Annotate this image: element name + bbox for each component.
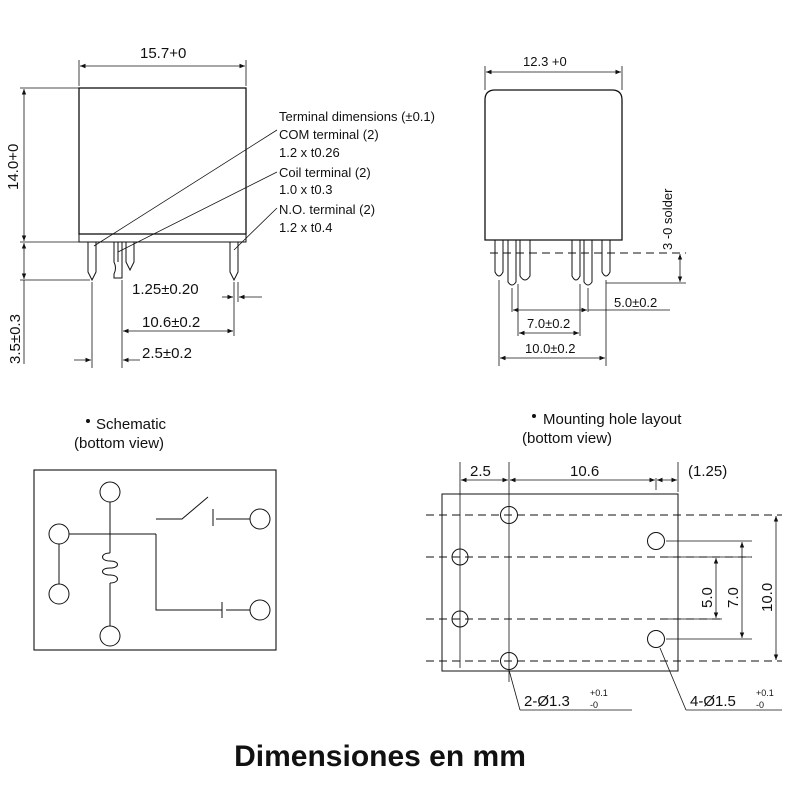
hole-large-tol-plus: +0.1 (756, 688, 774, 698)
front-dim-10-6: 10.6±0.2 (142, 314, 200, 331)
schematic-title: Schematic (96, 416, 167, 433)
front-relay-body (78, 87, 247, 235)
mounting-dim-2-5: 2.5 (470, 463, 491, 480)
front-pin-length-dim: 3.5±0.3 (7, 314, 24, 364)
hole-callout-large: 4-Ø1.5 (690, 693, 736, 710)
side-view: 12.3 +0 3 -0 solder 5.0±0.2 7.0±0.2 1 (484, 54, 686, 366)
coil-terminal-label: Coil terminal (2) (279, 165, 371, 180)
hole-callout-small: 2-Ø1.3 (524, 693, 570, 710)
side-relay-body (484, 89, 623, 241)
hole-small-tol-plus: +0.1 (590, 688, 608, 698)
bullet-icon (532, 414, 536, 418)
coil-icon (102, 552, 118, 584)
front-dim-1-25: 1.25±0.20 (132, 281, 199, 298)
mounting-outline (441, 493, 679, 672)
side-dim-10-0: 10.0±0.2 (525, 341, 576, 356)
com-terminal-size: 1.2 x t0.26 (279, 145, 340, 160)
mounting-hole-layout: Mounting hole layout (bottom view) 2.5 1… (426, 411, 782, 711)
terminal-notes: Terminal dimensions (±0.1) COM terminal … (279, 109, 435, 235)
side-dim-5-0: 5.0±0.2 (614, 295, 657, 310)
terminal-notes-heading: Terminal dimensions (±0.1) (279, 109, 435, 124)
mounting-dim-5-0: 5.0 (699, 587, 716, 608)
mounting-dim-1-25: (1.25) (688, 463, 727, 480)
front-width-dim: 15.7+0 (140, 45, 186, 62)
no-terminal-size: 1.2 x t0.4 (279, 220, 332, 235)
no-terminal-label: N.O. terminal (2) (279, 202, 375, 217)
mounting-subtitle: (bottom view) (522, 430, 612, 447)
mounting-dim-10-0: 10.0 (759, 583, 776, 612)
side-solder-dim: 3 -0 solder (660, 188, 675, 250)
side-width-dim: 12.3 +0 (523, 54, 567, 69)
front-pins (87, 242, 239, 282)
side-dim-7-0: 7.0±0.2 (527, 316, 570, 331)
mounting-holes (451, 506, 665, 670)
schematic-frame (33, 469, 277, 651)
hole-large-tol-minus: -0 (756, 700, 764, 710)
mounting-dim-7-0: 7.0 (725, 587, 742, 608)
front-height-dim: 14.0+0 (5, 144, 22, 190)
coil-terminal-size: 1.0 x t0.3 (279, 182, 332, 197)
com-terminal-label: COM terminal (2) (279, 127, 379, 142)
side-pins (494, 240, 611, 286)
schematic: Schematic (bottom view) (33, 416, 277, 651)
front-dim-2-5: 2.5±0.2 (142, 345, 192, 362)
mounting-title: Mounting hole layout (543, 411, 682, 428)
hole-small-tol-minus: -0 (590, 700, 598, 710)
footer-title: Dimensiones en mm (234, 740, 526, 773)
front-view: 15.7+0 14.0+0 3.5±0.3 1.25±0.20 10.6±0.2… (5, 45, 278, 368)
schematic-subtitle: (bottom view) (74, 435, 164, 452)
mounting-dim-10-6: 10.6 (570, 463, 599, 480)
bullet-icon (86, 419, 90, 423)
